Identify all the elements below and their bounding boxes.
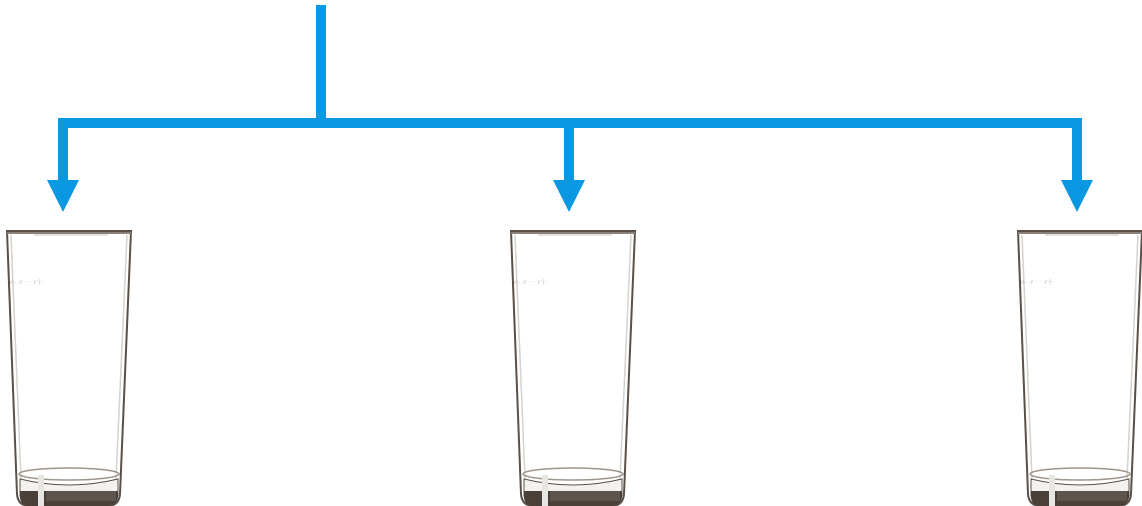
arrowhead-right	[1061, 180, 1093, 212]
glass-center	[511, 231, 635, 506]
arrowhead-left	[47, 180, 79, 212]
branch-line-center	[564, 118, 574, 180]
arrowhead-center	[553, 180, 585, 212]
glass-left	[7, 231, 131, 506]
branch-line-left	[58, 118, 68, 180]
trunk-line	[316, 5, 326, 123]
glass-right	[1018, 231, 1142, 506]
glasses	[7, 231, 1142, 506]
arrowheads	[47, 180, 1093, 212]
connector-lines	[58, 5, 1082, 180]
branch-line-right	[1072, 118, 1082, 180]
